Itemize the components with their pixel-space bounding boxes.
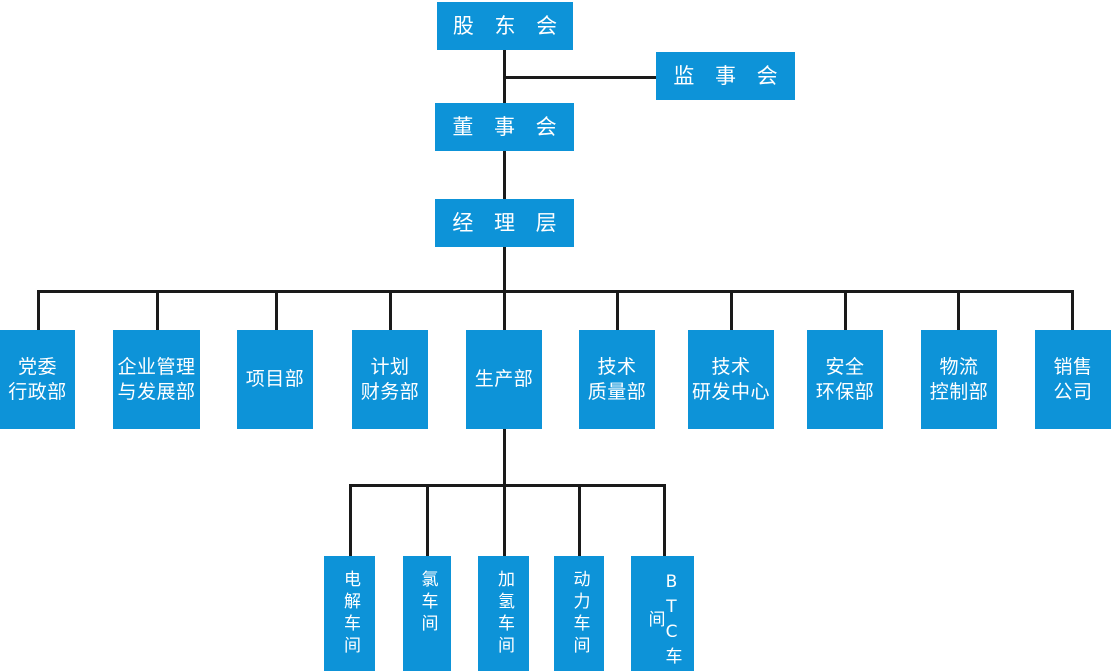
node-tech-rd-center[interactable]: 技术 研发中心 (688, 330, 774, 429)
node-planning-finance[interactable]: 计划 财务部 (352, 330, 428, 429)
connector-management-to-bus (503, 247, 506, 293)
node-logistics-control-label: 物流 控制部 (929, 356, 989, 403)
node-shareholders-label: 股 东 会 (452, 13, 565, 38)
node-party-admin-label: 党委 行政部 (8, 356, 67, 403)
node-chlorine-label: 氯车间 (417, 570, 438, 636)
node-project[interactable]: 项目部 (237, 330, 313, 429)
connector-shareholders-down (503, 50, 506, 79)
connector-board-to-management (503, 151, 506, 199)
node-sales-company[interactable]: 销售 公司 (1035, 330, 1111, 429)
connector-drop-hydrogenation (503, 484, 506, 556)
connector-drop-tech-rd-center (730, 290, 733, 330)
node-power[interactable]: 动力车间 (554, 556, 604, 671)
connector-drop-power (578, 484, 581, 556)
connector-drop-logistics-control (957, 290, 960, 330)
node-shareholders[interactable]: 股 东 会 (437, 2, 573, 50)
node-production-label: 生产部 (474, 368, 534, 391)
node-logistics-control[interactable]: 物流 控制部 (921, 330, 997, 429)
node-power-label: 动力车间 (569, 570, 590, 658)
node-tech-rd-center-label: 技术 研发中心 (691, 356, 770, 403)
connector-junction-to-board (503, 76, 506, 104)
node-tech-quality-label: 技术 质量部 (587, 356, 647, 403)
node-enterprise-mgmt-dev[interactable]: 企业管理 与发展部 (113, 330, 200, 429)
node-hydrogenation-label: 加氢车间 (494, 570, 514, 658)
node-management-label: 经 理 层 (452, 210, 564, 235)
node-board-label: 董 事 会 (452, 114, 564, 139)
connector-workshop-bus (349, 484, 666, 487)
node-project-label: 项目部 (245, 368, 305, 391)
node-tech-quality[interactable]: 技术 质量部 (579, 330, 655, 429)
node-btc-label: BTC车间 (644, 572, 682, 669)
connector-drop-planning-finance (389, 290, 392, 330)
node-board[interactable]: 董 事 会 (435, 103, 574, 151)
node-chlorine[interactable]: 氯车间 (403, 556, 451, 671)
connector-drop-enterprise-mgmt-dev (156, 290, 159, 330)
connector-drop-btc (663, 484, 666, 556)
connector-drop-safety-env (844, 290, 847, 330)
node-electrolysis[interactable]: 电解车间 (324, 556, 375, 671)
node-btc[interactable]: BTC车间 (631, 556, 694, 671)
node-safety-env-label: 安全 环保部 (815, 356, 875, 403)
connector-production-to-workshop-bus (503, 429, 506, 486)
connector-department-bus (37, 290, 1074, 293)
node-supervisors-label: 监 事 会 (673, 63, 785, 88)
connector-supervisors-horizontal (503, 76, 657, 79)
node-electrolysis-label: 电解车间 (340, 570, 360, 658)
node-party-admin[interactable]: 党委 行政部 (0, 330, 75, 429)
connector-drop-tech-quality (616, 290, 619, 330)
node-sales-company-label: 销售 公司 (1053, 356, 1093, 403)
connector-drop-production (503, 290, 506, 330)
node-safety-env[interactable]: 安全 环保部 (807, 330, 883, 429)
node-hydrogenation[interactable]: 加氢车间 (478, 556, 529, 671)
node-supervisors[interactable]: 监 事 会 (656, 52, 795, 100)
connector-drop-party-admin (37, 290, 40, 330)
connector-drop-electrolysis (349, 484, 352, 556)
connector-drop-project (275, 290, 278, 330)
node-planning-finance-label: 计划 财务部 (360, 356, 420, 403)
node-production[interactable]: 生产部 (466, 330, 542, 429)
node-enterprise-mgmt-dev-label: 企业管理 与发展部 (117, 356, 196, 403)
connector-drop-chlorine (426, 484, 429, 556)
connector-drop-sales-company (1071, 290, 1074, 330)
node-management[interactable]: 经 理 层 (435, 199, 574, 247)
